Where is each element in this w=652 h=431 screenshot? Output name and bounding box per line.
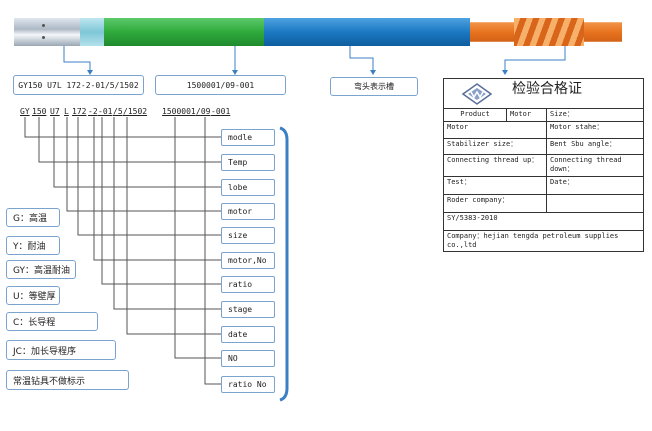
company-logo-icon xyxy=(462,83,492,105)
serial-part-2: /09 xyxy=(196,107,211,116)
code-part-u7: U7 xyxy=(50,107,60,116)
serial-part-3: -001 xyxy=(211,107,231,116)
product-code-box: GY150 U7L 172-2-01/5/1502 xyxy=(13,75,144,95)
serial-number-box: 1500001/09-001 xyxy=(155,75,286,95)
cert-date: Date： xyxy=(547,177,643,195)
legend-g: G：高温 xyxy=(6,208,60,227)
tool-green-section xyxy=(104,18,264,46)
tool-lightblue-section xyxy=(80,18,104,46)
tool-dot-1 xyxy=(42,24,45,27)
field-motor: motor xyxy=(221,203,275,220)
cert-product: Product xyxy=(444,109,507,122)
field-ratio: ratio xyxy=(221,276,275,293)
inspection-certificate: 检验合格证 Product Motor Size： Motor Motor st… xyxy=(443,78,644,252)
cert-thread-up: Connecting thread up： xyxy=(444,155,547,177)
legend-y: Y：耐油 xyxy=(6,236,60,255)
code-part-172: 172 xyxy=(72,107,87,116)
cert-company: Company：hejian tengda petroleum supplies… xyxy=(447,232,619,249)
cert-standard: SY/5383-2010 xyxy=(444,213,643,231)
cert-motor-header: Motor xyxy=(507,109,547,122)
code-part-gy: GY xyxy=(20,107,30,116)
serial-part-1: 1500001 xyxy=(162,107,196,116)
field-stage: stage xyxy=(221,301,275,318)
field-modle: modle xyxy=(221,129,275,146)
tool-silver-end xyxy=(14,18,80,46)
code-part-l: L xyxy=(64,107,69,116)
tool-blue-section xyxy=(264,18,470,46)
bend-mark-box: 弯头表示槽 xyxy=(330,77,418,96)
code-part-01: -01 xyxy=(98,107,113,116)
cert-roder-company: Roder company： xyxy=(444,195,547,213)
code-part-5: /5 xyxy=(113,107,123,116)
certificate-title: 检验合格证 xyxy=(512,81,582,97)
code-part-1502: /1502 xyxy=(123,107,148,116)
field-motor-no: motor,No xyxy=(221,252,275,269)
legend-gy: GY：高温耐油 xyxy=(6,260,76,279)
cert-stabilizer-size: Stabilizer size： xyxy=(444,139,547,155)
certificate-header: 检验合格证 xyxy=(444,79,643,109)
cert-size: Size： xyxy=(547,109,643,122)
field-lobe: lobe xyxy=(221,179,275,196)
legend-jc: JC：加长导程序 xyxy=(6,340,116,360)
field-ratio-no: ratio No xyxy=(221,376,275,393)
tool-dot-2 xyxy=(42,36,45,39)
code-part-2: -2 xyxy=(88,107,98,116)
cert-thread-down: Connecting thread down： xyxy=(547,155,643,177)
field-temp: Temp xyxy=(221,154,275,171)
drill-motor-graphic xyxy=(14,18,622,46)
field-size: size xyxy=(221,227,275,244)
field-no: NO xyxy=(221,350,275,367)
legend-normal: 常温钻具不做标示 xyxy=(6,370,129,390)
cert-motor-stage: Motor stahe： xyxy=(547,122,643,139)
legend-u: U：等壁厚 xyxy=(6,286,60,305)
cert-bent-angle: Bent Sbu angle： xyxy=(547,139,643,155)
cert-roder-company-value xyxy=(547,195,643,213)
tool-orange-stabilizer xyxy=(514,18,584,46)
legend-c: C：长导程 xyxy=(6,312,98,331)
cert-motor: Motor xyxy=(444,122,547,139)
field-date: date xyxy=(221,326,275,343)
cert-test: Test： xyxy=(444,177,547,195)
code-part-150: 150 xyxy=(32,107,47,116)
